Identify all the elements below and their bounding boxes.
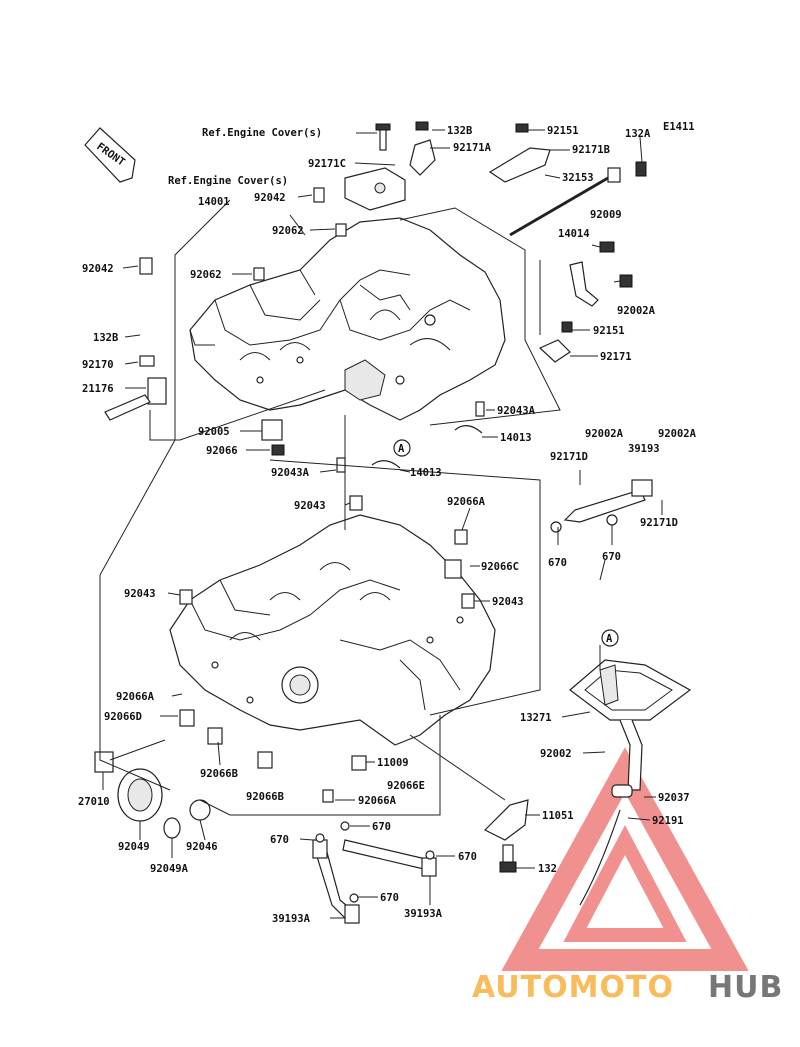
label-670: 670 [458, 851, 477, 863]
label-14014: 14014 [558, 228, 590, 240]
label-92191: 92191 [652, 815, 684, 827]
svg-text:A: A [398, 443, 405, 455]
upper-crankcase [189, 217, 506, 421]
label-92046: 92046 [186, 841, 218, 853]
label-670: 670 [270, 834, 289, 846]
watermark-logo [501, 747, 749, 971]
label-92043a: 92043A [497, 405, 536, 417]
rod-32153 [509, 161, 647, 237]
label-92002a: 92002A [658, 428, 697, 440]
label-92042: 92042 [82, 263, 114, 275]
label-92005: 92005 [198, 426, 230, 438]
label-92170: 92170 [82, 359, 114, 371]
label-92066a: 92066A [116, 691, 155, 703]
label-92066a: 92066A [447, 496, 486, 508]
label-92066e: 92066E [387, 780, 425, 792]
label-13271: 13271 [520, 712, 552, 724]
label-14013: 14013 [410, 467, 442, 479]
label-92037: 92037 [658, 792, 690, 804]
label-92062: 92062 [272, 225, 304, 237]
diagram-code: E1411 [663, 121, 695, 133]
ref-engine-cover-label-1: Ref.Engine Cover(s) [202, 127, 322, 139]
callout-marker-a-2: A [601, 629, 619, 647]
label-92066b: 92066B [200, 768, 238, 780]
label-92171: 92171 [600, 351, 632, 363]
watermark-triangle-inner [563, 824, 687, 942]
label-92009: 92009 [590, 209, 622, 221]
label-670: 670 [372, 821, 391, 833]
label-11009: 11009 [377, 757, 409, 769]
label-92066: 92066 [206, 445, 238, 457]
label-92002: 92002 [540, 748, 572, 760]
label-92062: 92062 [190, 269, 222, 281]
front-arrow-icon: FRONT [84, 127, 136, 183]
label-132a: 132A [625, 128, 651, 140]
bracket-11051 [483, 799, 529, 873]
label-92171d: 92171D [640, 517, 678, 529]
label-21176: 21176 [82, 383, 114, 395]
label-14001: 14001 [198, 196, 230, 208]
label-92151: 92151 [547, 125, 579, 137]
label-132: 132 [538, 863, 557, 875]
label-27010: 27010 [78, 796, 110, 808]
label-92002a: 92002A [585, 428, 624, 440]
label-132b: 132B [447, 125, 472, 137]
label-92151: 92151 [593, 325, 625, 337]
clamp-92171 [538, 321, 573, 363]
label-92066a: 92066A [358, 795, 397, 807]
seals-bearings [94, 419, 468, 839]
label-132b: 132B [93, 332, 118, 344]
label-92042: 92042 [254, 192, 286, 204]
bearing-halves [371, 425, 483, 469]
label-92171d: 92171D [550, 451, 588, 463]
label-11051: 11051 [542, 810, 574, 822]
label-92043: 92043 [492, 596, 524, 608]
label-92066b: 92066B [246, 791, 284, 803]
label-39193a: 39193A [404, 908, 443, 920]
label-14013: 14013 [500, 432, 532, 444]
ref-engine-cover-label-2: Ref.Engine Cover(s) [168, 175, 288, 187]
label-92043a: 92043A [271, 467, 310, 479]
lever-14014 [569, 241, 633, 307]
label-39193: 39193 [628, 443, 660, 455]
svg-text:A: A [606, 633, 613, 645]
oil-pan-strainer [569, 659, 692, 791]
callout-marker-a-1: A [393, 439, 411, 457]
part-labels: E1411 Ref.Engine Cover(s) Ref.Engine Cov… [78, 121, 697, 925]
label-92043: 92043 [124, 588, 156, 600]
watermark-triangle-outer [501, 747, 749, 971]
label-670: 670 [548, 557, 567, 569]
label-92171a: 92171A [453, 142, 492, 154]
label-670: 670 [380, 892, 399, 904]
label-32153: 32153 [562, 172, 594, 184]
oil-pipe-39193 [550, 479, 653, 533]
sensor-21176 [104, 355, 167, 421]
label-92002a: 92002A [617, 305, 656, 317]
watermark-text: AUTOMOTO HUB [472, 970, 783, 1005]
leader-lines [99, 129, 663, 919]
label-670: 670 [602, 551, 621, 563]
label-92043: 92043 [294, 500, 326, 512]
label-92171c: 92171C [308, 158, 346, 170]
watermark-text-hub: HUB [708, 970, 783, 1005]
label-92066d: 92066D [104, 711, 142, 723]
label-92049a: 92049A [150, 863, 189, 875]
hose-92191 [579, 784, 633, 906]
lower-crankcase [169, 514, 496, 746]
watermark-text-automoto: AUTOMOTO [472, 970, 674, 1005]
oil-pipe-39193a [312, 821, 437, 924]
label-92066c: 92066C [481, 561, 519, 573]
label-92049: 92049 [118, 841, 150, 853]
breather-cover [344, 121, 551, 211]
label-92171b: 92171B [572, 144, 610, 156]
label-39193a: 39193A [272, 913, 311, 925]
